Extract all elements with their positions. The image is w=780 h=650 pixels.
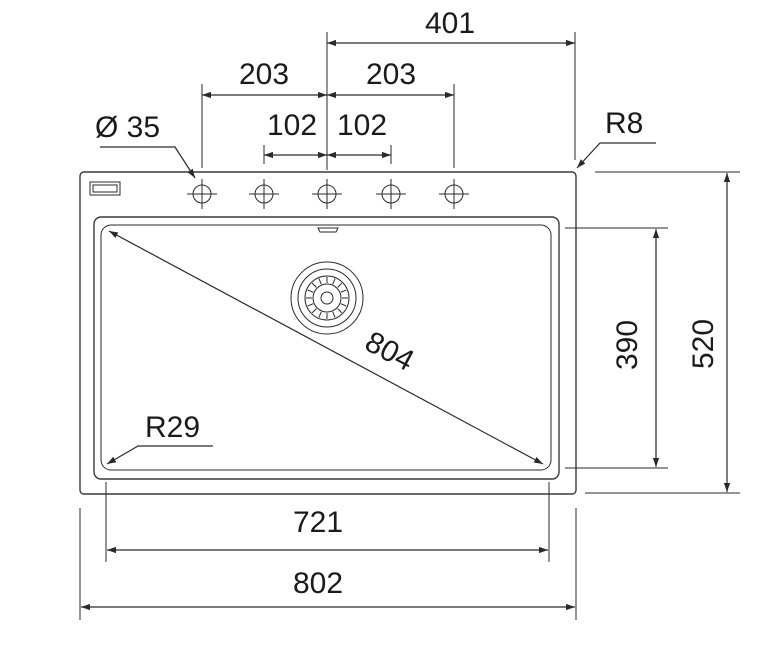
drain-slot: [307, 289, 314, 293]
drain-slot: [337, 282, 343, 288]
drain-slot: [332, 278, 336, 285]
tap-hole-icon: [187, 179, 217, 209]
drain-slot: [337, 308, 343, 314]
outer-radius-leader: [576, 142, 656, 169]
drain-slot: [340, 289, 347, 293]
dim-203-right-label: 203: [366, 58, 416, 91]
dim-203-left-label: 203: [239, 58, 289, 91]
tap-hole-icon: [439, 179, 469, 209]
tap-hole-icon: [312, 179, 342, 209]
overflow-slot: [317, 227, 339, 233]
dim-802-label: 802: [293, 567, 343, 600]
drain-slot: [311, 308, 317, 314]
drain-slot: [332, 311, 336, 318]
dim-102-left-label: 102: [267, 109, 317, 142]
drain-slot: [307, 303, 314, 307]
tap-hole-leader: [100, 146, 196, 179]
dim-721-label: 721: [293, 506, 343, 539]
drain-slot: [318, 278, 322, 285]
dim-804-line: [108, 230, 544, 465]
tap-hole-icon: [249, 179, 279, 209]
outer-radius-label: R8: [605, 107, 643, 140]
drain-icon: [290, 261, 364, 335]
drain-slot: [311, 282, 317, 288]
label-plate: [89, 181, 121, 196]
label-plate-inner: [92, 184, 118, 193]
dim-102-right-label: 102: [337, 109, 387, 142]
bowl-outer-outline: [93, 216, 560, 480]
drain-slot: [340, 303, 347, 307]
dim-401-label: 401: [425, 7, 475, 40]
drain-slot: [318, 311, 322, 318]
bowl-inner-outline: [100, 224, 552, 471]
tap-hole-diameter-label: Ø 35: [95, 111, 160, 144]
sink-outer-outline: [79, 171, 577, 495]
tap-holes: [187, 179, 469, 209]
bowl-radius-label: R29: [145, 411, 200, 444]
bowl-radius-leader: [106, 445, 213, 465]
dim-520-label: 520: [687, 319, 720, 369]
tap-hole-icon: [376, 179, 406, 209]
dim-390-label: 390: [611, 320, 644, 370]
